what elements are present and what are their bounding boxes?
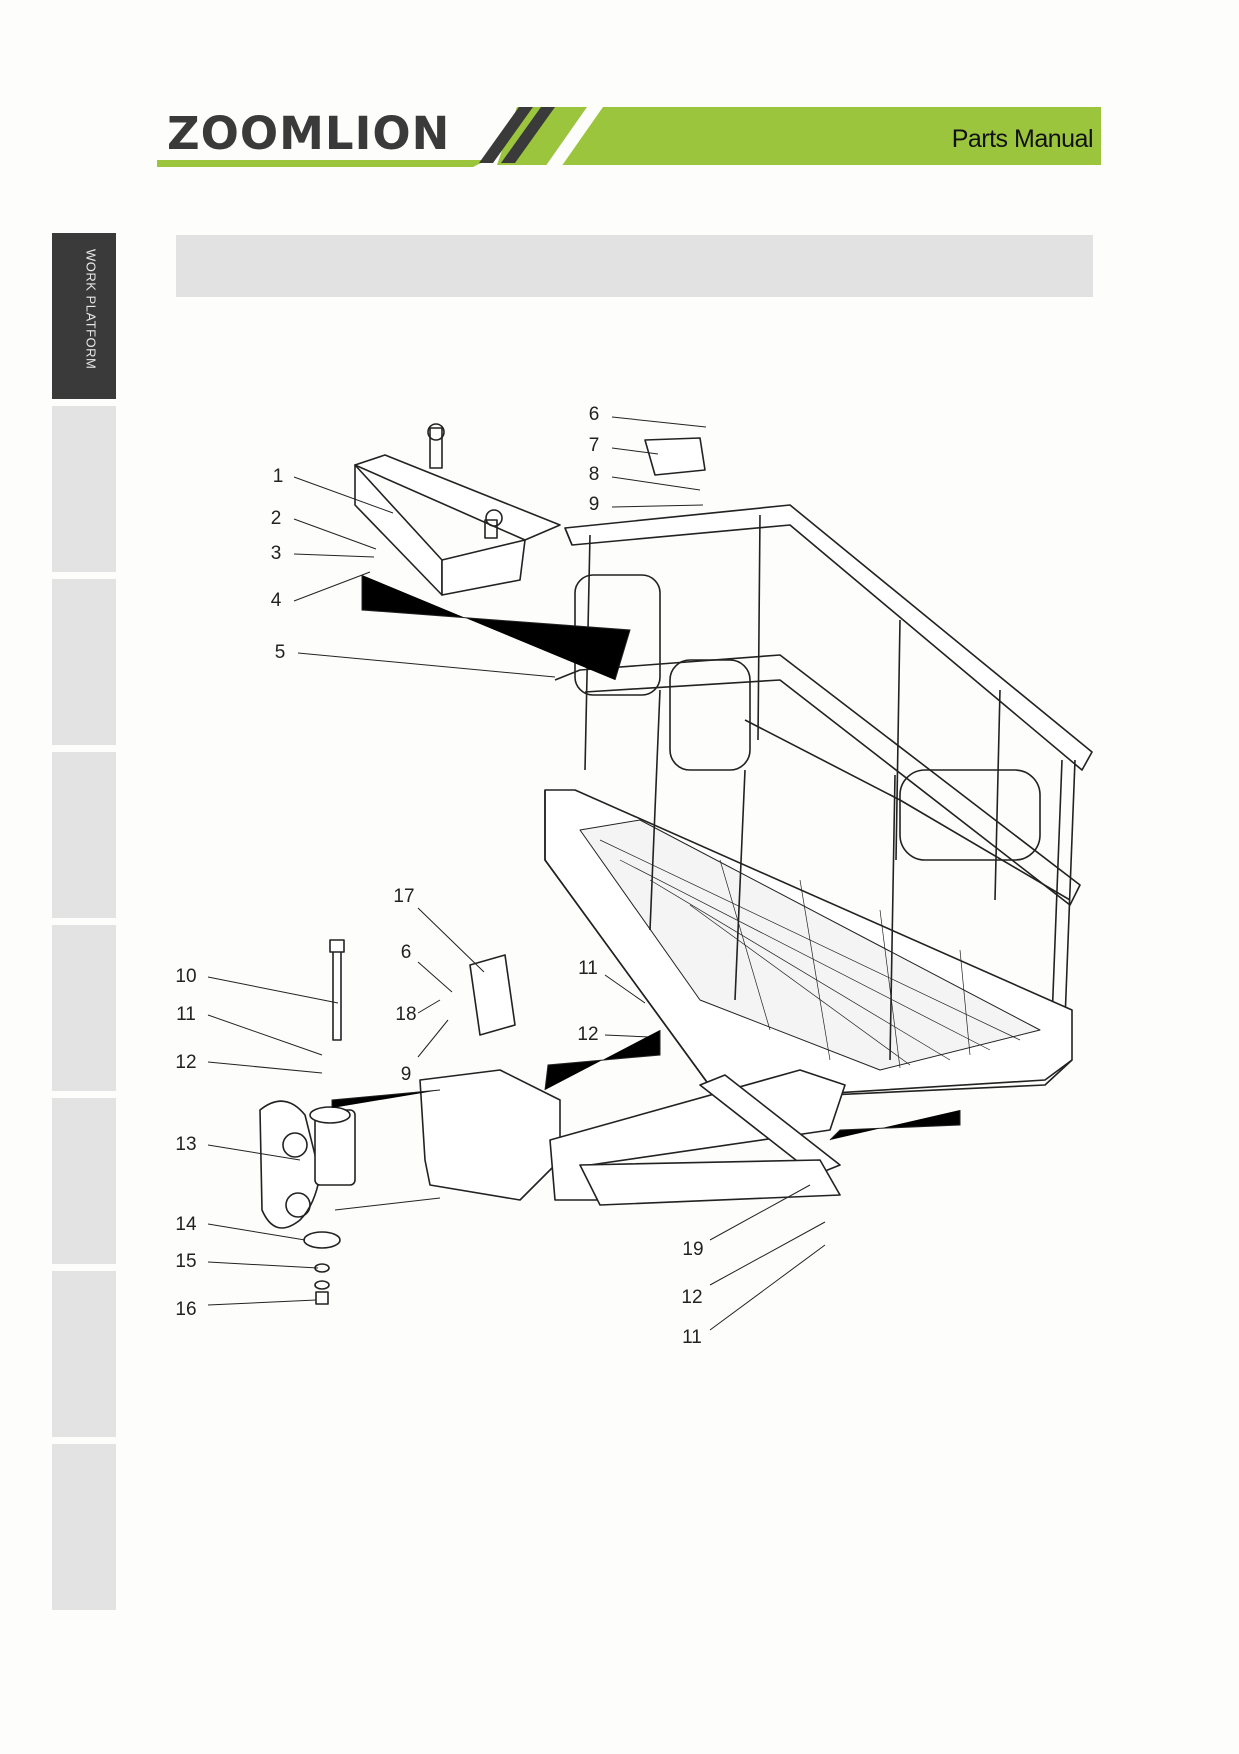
platform-basket-drawing [259, 423, 1093, 1305]
callout-number: 5 [275, 642, 286, 663]
page-header: ZOOMLION Parts Manual [157, 105, 1101, 169]
callout-number: 16 [175, 1299, 196, 1320]
callout-number: 4 [271, 590, 282, 611]
callout-leader-lines [207, 416, 961, 1331]
callout-number: 2 [271, 508, 282, 529]
chapter-tab-5[interactable] [52, 925, 116, 1091]
callout-number: 12 [175, 1052, 196, 1073]
callout-number: 11 [578, 958, 598, 979]
callout-number: 11 [682, 1327, 702, 1348]
callout-number: 3 [271, 543, 282, 564]
chapter-tab-3[interactable] [52, 579, 116, 745]
chapter-tab-2[interactable] [52, 406, 116, 572]
callout-number: 18 [395, 1004, 416, 1025]
manual-title: Parts Manual [951, 125, 1094, 153]
section-title-bar [176, 235, 1093, 297]
chapter-tab-7[interactable] [52, 1271, 116, 1437]
callout-number: 12 [577, 1024, 598, 1045]
chapter-tab-8[interactable] [52, 1444, 116, 1610]
callout-number: 19 [682, 1239, 703, 1260]
zoomlion-logo: ZOOMLION [167, 107, 451, 160]
chapter-tab-6[interactable] [52, 1098, 116, 1264]
callout-number: 15 [175, 1251, 196, 1272]
callout-number: 14 [175, 1214, 197, 1235]
header-banner [157, 107, 1101, 167]
callout-number: 12 [681, 1287, 702, 1308]
callout-number: 8 [589, 464, 600, 485]
callout-number: 9 [401, 1064, 412, 1085]
callout-number: 13 [175, 1134, 196, 1155]
chapter-tab-1[interactable]: WORK PLATFORM [52, 233, 116, 399]
callout-number: 10 [175, 966, 196, 987]
callout-number: 17 [393, 886, 414, 907]
callout-number: 7 [589, 435, 600, 456]
callout-number: 1 [273, 466, 284, 487]
callout-number: 11 [176, 1004, 196, 1025]
callout-number: 9 [589, 494, 600, 515]
callout-number: 6 [589, 404, 600, 425]
chapter-tab-4[interactable] [52, 752, 116, 918]
callout-number: 6 [401, 942, 412, 963]
